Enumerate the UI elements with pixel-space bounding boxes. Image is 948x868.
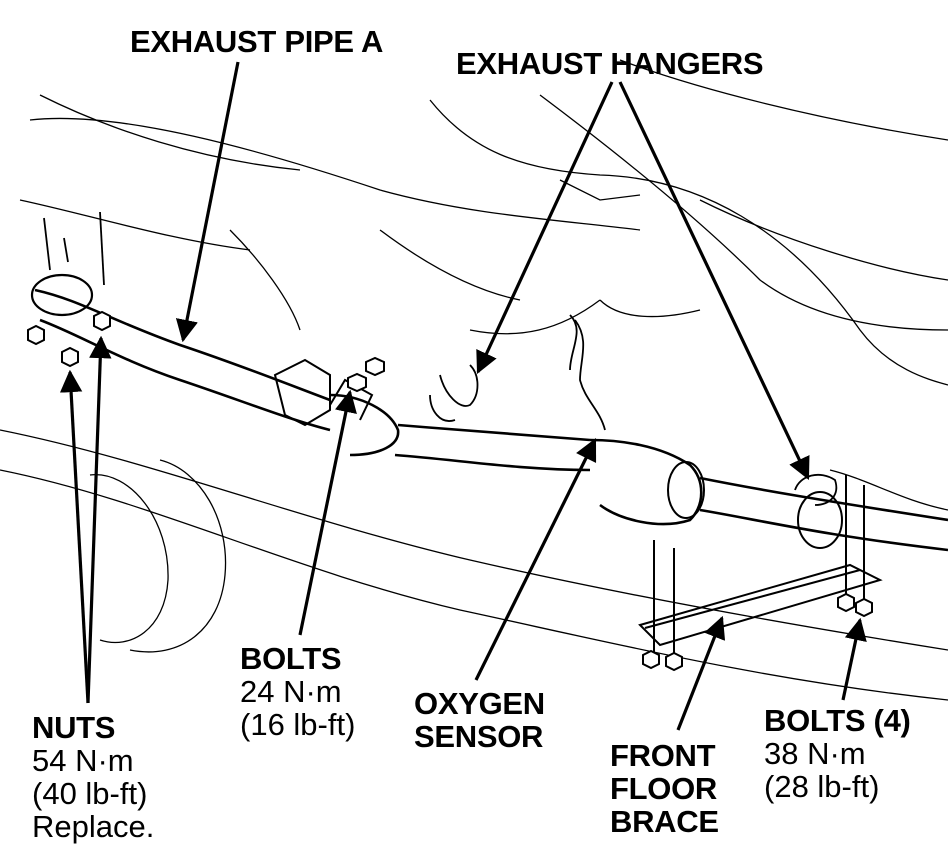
fasteners: [27, 310, 873, 672]
label-front-floor-brace-line3: BRACE: [610, 804, 719, 839]
arrow-exhaust-pipe-a: [175, 61, 240, 343]
exhaust-pipe-a: [30, 273, 948, 552]
studs: [43, 211, 105, 286]
leader-arrows: [59, 61, 867, 731]
arrow-hanger-2: [618, 81, 810, 481]
label-nuts: NUTS: [32, 710, 116, 745]
label-bolts-brace-torque-nm: 38 N·m: [764, 736, 866, 771]
label-bolts-pipe-torque-nm: 24 N·m: [240, 674, 342, 709]
label-front-floor-brace-line1: FRONT: [610, 738, 716, 773]
label-nuts-torque-nm: 54 N·m: [32, 743, 134, 778]
label-front-floor-brace-group: FRONT FLOOR BRACE: [610, 740, 719, 839]
arrow-nuts-2: [86, 335, 112, 704]
label-front-floor-brace-line2: FLOOR: [610, 771, 717, 806]
label-nuts-group: NUTS 54 N·m (40 lb-ft) Replace.: [32, 712, 154, 844]
label-oxygen-sensor-group: OXYGEN SENSOR: [414, 688, 545, 754]
arrow-nuts-1: [59, 369, 90, 704]
hanger-shapes: [429, 364, 838, 506]
arrow-bolts-brace: [841, 617, 867, 701]
label-bolts-brace: BOLTS (4): [764, 703, 911, 738]
label-oxygen-sensor-line1: OXYGEN: [414, 686, 545, 721]
label-bolts-brace-torque-lbft: (28 lb-ft): [764, 769, 880, 804]
label-nuts-note: Replace.: [32, 809, 155, 844]
arrow-floor-brace: [676, 615, 726, 731]
label-exhaust-hangers: EXHAUST HANGERS: [456, 46, 764, 81]
arrow-bolts-pipe: [298, 389, 357, 636]
arrow-oxygen-sensor: [474, 437, 597, 681]
label-bolts-brace-group: BOLTS (4) 38 N·m (28 lb-ft): [764, 705, 911, 804]
label-oxygen-sensor-line2: SENSOR: [414, 719, 544, 754]
arrow-hanger-1: [476, 81, 614, 375]
label-bolts-pipe-group: BOLTS 24 N·m (16 lb-ft): [240, 643, 355, 742]
flange: [273, 358, 374, 427]
label-bolts-pipe-torque-lbft: (16 lb-ft): [240, 707, 356, 742]
label-nuts-torque-lbft: (40 lb-ft): [32, 776, 148, 811]
front-floor-brace: [638, 475, 883, 660]
underbody-outline: [0, 59, 948, 701]
oxygen-sensor-wire: [569, 314, 606, 431]
label-exhaust-pipe-a: EXHAUST PIPE A: [130, 24, 384, 59]
label-bolts-pipe: BOLTS: [240, 641, 342, 676]
